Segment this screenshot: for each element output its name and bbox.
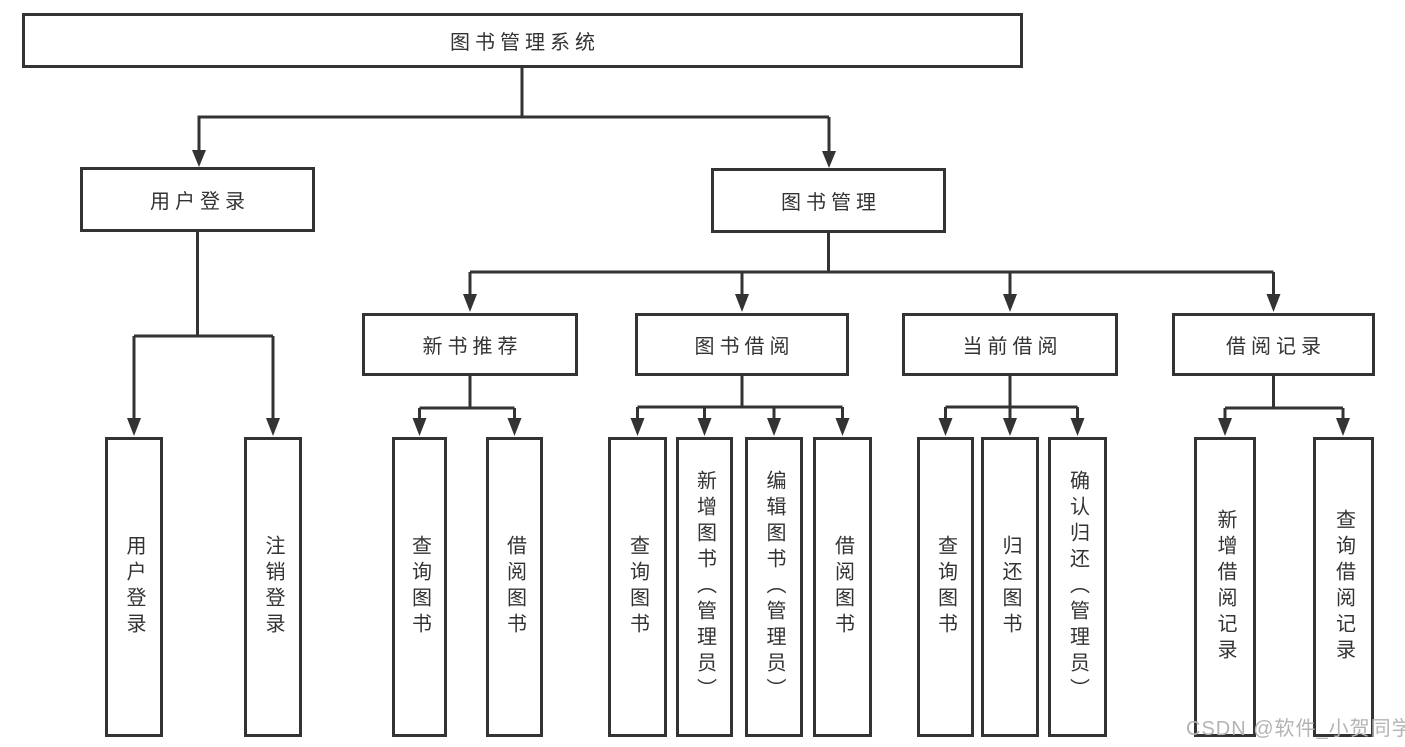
leaf-add-borrow-record-label: 新增借阅记录 xyxy=(1214,509,1236,665)
leaf-return-books-label: 归还图书 xyxy=(999,535,1021,639)
leaf-add-books-admin: 新增图书（管理员） xyxy=(676,437,733,737)
leaf-borrow-books-borrowing-label: 借阅图书 xyxy=(831,535,854,639)
connector-recommendation-to-leaves xyxy=(412,376,522,436)
leaf-query-books-recommendation: 查询图书 xyxy=(392,437,447,737)
leaf-borrow-books-borrowing: 借阅图书 xyxy=(813,437,872,737)
node-current-borrowing-label: 当前借阅 xyxy=(962,336,1063,358)
connector-borrowing-to-leaves xyxy=(630,376,850,436)
leaf-query-books-borrowing: 查询图书 xyxy=(608,437,667,737)
node-borrowing-records-label: 借阅记录 xyxy=(1226,336,1326,358)
leaf-query-borrow-record: 查询借阅记录 xyxy=(1313,437,1374,737)
node-new-book-recommendation-label: 新书推荐 xyxy=(422,336,523,358)
leaf-confirm-return-admin: 确认归还（管理员） xyxy=(1048,437,1107,737)
connector-current-borrowing-to-leaves xyxy=(938,376,1085,436)
node-book-borrowing-label: 图书借阅 xyxy=(694,336,795,358)
node-book-borrowing: 图书借阅 xyxy=(635,313,849,376)
connector-root-to-level2 xyxy=(192,68,836,168)
connector-book-management-to-level3 xyxy=(463,233,1281,312)
leaf-logout: 注销登录 xyxy=(244,437,302,737)
leaf-edit-books-admin-label: 编辑图书（管理员） xyxy=(763,470,785,704)
leaf-logout-label: 注销登录 xyxy=(262,535,284,639)
leaf-confirm-return-admin-label: 确认归还（管理员） xyxy=(1066,470,1089,704)
node-borrowing-records: 借阅记录 xyxy=(1172,313,1375,376)
node-user-login-label: 用户登录 xyxy=(150,191,250,213)
node-root-label: 图书管理系统 xyxy=(450,32,600,54)
node-book-management: 图书管理 xyxy=(711,168,946,233)
leaf-query-books-current-label: 查询图书 xyxy=(934,535,957,639)
node-new-book-recommendation: 新书推荐 xyxy=(362,313,578,376)
leaf-query-books-recommendation-label: 查询图书 xyxy=(408,535,431,639)
leaf-query-borrow-record-label: 查询借阅记录 xyxy=(1332,509,1355,665)
leaf-add-books-admin-label: 新增图书（管理员） xyxy=(693,470,716,704)
leaf-query-books-borrowing-label: 查询图书 xyxy=(626,535,649,639)
connector-user-login-to-leaves xyxy=(127,232,280,436)
leaf-borrow-books-recommendation: 借阅图书 xyxy=(486,437,543,737)
node-current-borrowing: 当前借阅 xyxy=(902,313,1118,376)
leaf-return-books: 归还图书 xyxy=(981,437,1039,737)
node-book-management-label: 图书管理 xyxy=(781,192,881,214)
leaf-user-login: 用户登录 xyxy=(105,437,163,737)
leaf-user-login-label: 用户登录 xyxy=(123,535,145,639)
csdn-watermark: CSDN @软件_小贺同学 xyxy=(1186,718,1405,740)
leaf-add-borrow-record: 新增借阅记录 xyxy=(1194,437,1256,737)
node-root: 图书管理系统 xyxy=(22,13,1023,68)
leaf-borrow-books-recommendation-label: 借阅图书 xyxy=(503,535,526,639)
leaf-query-books-current: 查询图书 xyxy=(917,437,974,737)
connector-records-to-leaves xyxy=(1218,376,1350,436)
node-user-login: 用户登录 xyxy=(80,167,315,232)
leaf-edit-books-admin: 编辑图书（管理员） xyxy=(745,437,803,737)
